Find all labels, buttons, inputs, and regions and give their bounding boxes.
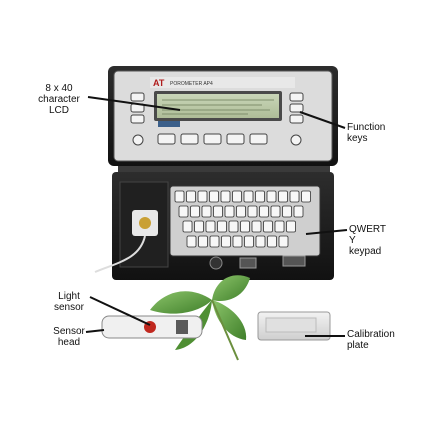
left-function-keys	[130, 92, 145, 124]
qwerty-keypad-label: QWERT Y keypad	[349, 224, 387, 257]
keypad-key	[190, 205, 200, 218]
keypad-key	[267, 235, 277, 248]
lcd-label: 8 x 40 character LCD	[38, 83, 80, 116]
keypad-key	[213, 205, 223, 218]
keypad-key	[274, 220, 285, 233]
calibration-plate	[257, 311, 331, 341]
keypad-key	[228, 220, 239, 233]
keypad-key	[301, 190, 311, 203]
keypad-key	[220, 190, 231, 203]
keypad-key	[286, 220, 296, 233]
callout-lines	[85, 96, 348, 337]
function-keys-label: Function keys	[347, 122, 386, 144]
keypad-key	[240, 220, 250, 233]
right-function-keys	[289, 92, 304, 124]
keypad-key	[278, 190, 288, 203]
keypad-key	[232, 235, 243, 248]
keypad-key	[263, 220, 273, 233]
keypad-key	[255, 235, 266, 248]
brand-logo: AT	[153, 78, 165, 88]
keypad-key	[259, 205, 269, 218]
keypad-key	[205, 220, 216, 233]
sensor-head-label: Sensor head	[53, 326, 85, 348]
sensor-head	[101, 315, 203, 339]
keypad-key	[236, 205, 246, 218]
keypad-key	[232, 190, 242, 203]
keypad-key	[217, 220, 227, 233]
keypad-key	[186, 190, 196, 203]
keypad-key	[174, 190, 185, 203]
keypad-key	[293, 205, 304, 218]
keypad-key	[244, 235, 254, 248]
keypad-key	[197, 190, 208, 203]
keypad-key	[270, 205, 281, 218]
keypad-key	[209, 190, 219, 203]
keypad-key	[255, 190, 265, 203]
keypad-key	[209, 235, 220, 248]
qwerty-keypad	[174, 190, 311, 248]
keypad-key	[251, 220, 262, 233]
keypad-key	[224, 205, 235, 218]
keypad-key	[194, 220, 204, 233]
keypad-key	[266, 190, 277, 203]
model-name: POROMETER AP4	[170, 81, 213, 87]
bottom-key-row	[132, 133, 302, 146]
light-sensor-label: Light sensor	[53, 291, 84, 313]
keypad-key	[243, 190, 254, 203]
keypad-key	[198, 235, 208, 248]
device-lid: AT POROMETER AP4	[108, 66, 338, 166]
keypad-key	[182, 220, 193, 233]
keypad-key	[186, 235, 197, 248]
keypad-key	[221, 235, 231, 248]
keypad-key	[278, 235, 289, 248]
keypad-key	[289, 190, 300, 203]
keypad-key	[247, 205, 258, 218]
keypad-key	[178, 205, 189, 218]
calibration-plate-label: Calibration plate	[347, 329, 395, 351]
keypad-key	[201, 205, 212, 218]
device-base	[94, 172, 334, 280]
keypad-key	[282, 205, 292, 218]
